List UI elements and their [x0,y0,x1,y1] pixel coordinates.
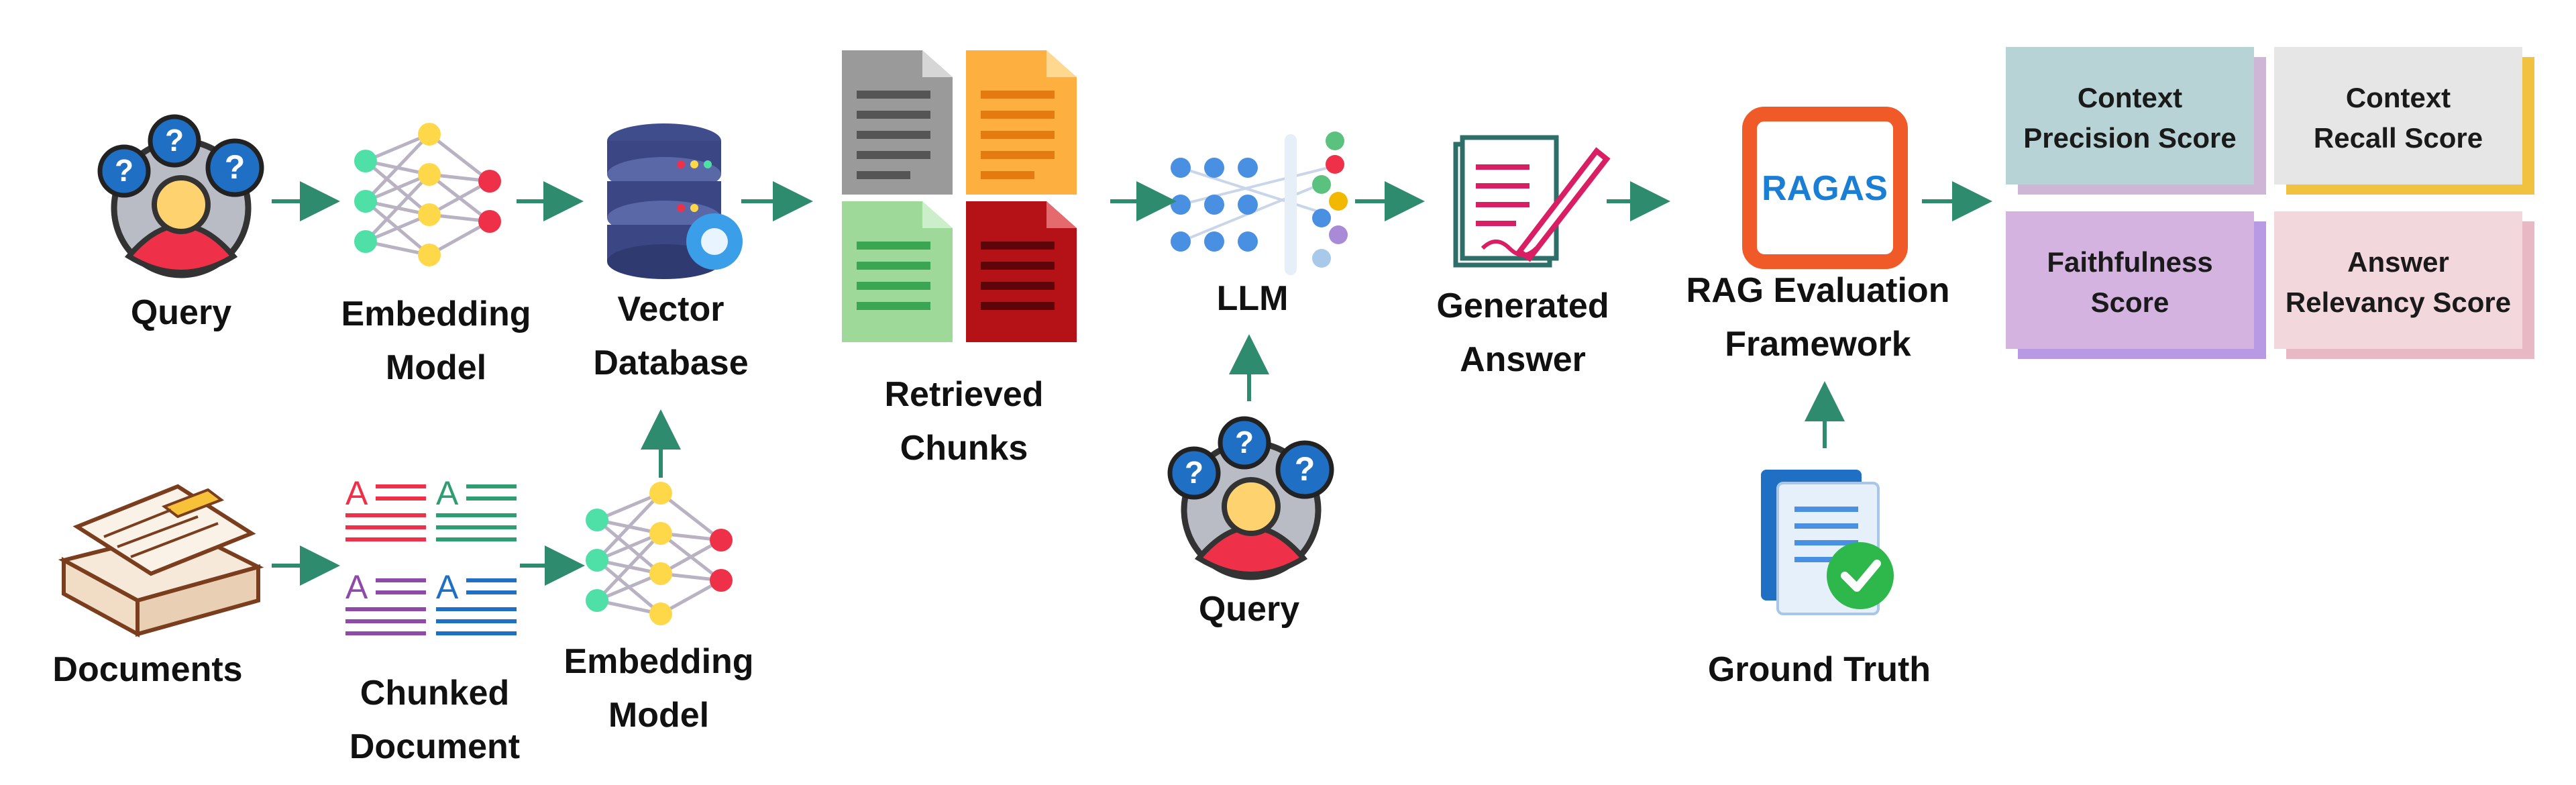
label-llm: LLM [1217,279,1289,318]
svg-text:Context: Context [2346,82,2451,113]
label-query-bottom: Query [1199,590,1299,629]
llm-network-icon [1171,132,1348,275]
score-card-faithfulness: Faithfulness Score [2006,211,2266,359]
label-documents: Documents [52,650,242,689]
svg-text:Faithfulness: Faithfulness [2047,246,2212,278]
embedding-bottom-icon [586,482,733,625]
label-embedding-top-1: Embedding [341,295,531,333]
svg-text:Recall Score: Recall Score [2314,122,2483,154]
query-bottom-icon [1170,419,1332,577]
query-top-icon [100,117,262,275]
label-ground-truth: Ground Truth [1708,650,1931,689]
label-vector-db-2: Database [593,344,748,382]
score-card-context-precision: Context Precision Score [2006,47,2266,195]
label-generated-1: Generated [1436,286,1609,325]
score-card-answer-relevancy: Answer Relevancy Score [2274,211,2534,359]
svg-text:Precision Score: Precision Score [2023,122,2236,154]
svg-text:Answer: Answer [2347,246,2449,278]
ragas-logo-icon: RAGAS [1742,107,1908,269]
database-gear-icon [607,123,743,279]
label-embedding-bottom-2: Model [608,696,709,735]
score-card-context-recall: Context Recall Score [2274,47,2534,195]
label-chunked-1: Chunked [360,674,509,713]
document-chunks-icon [842,50,1077,342]
svg-text:Score: Score [2091,286,2169,318]
label-query-top: Query [131,293,231,332]
ragas-logo-text: RAGAS [1762,169,1888,208]
paper-stack-icon [58,484,264,638]
flow-arrows [272,181,1992,586]
svg-text:Relevancy Score: Relevancy Score [2286,286,2511,318]
svg-text:Context: Context [2078,82,2182,113]
svg-text:A: A [345,568,368,606]
label-embedding-bottom-1: Embedding [564,642,753,681]
svg-text:A: A [436,568,459,606]
label-retrieved-1: Retrieved [885,375,1044,414]
label-retrieved-2: Chunks [900,429,1028,468]
label-rag-eval-1: RAG Evaluation [1686,271,1950,310]
signature-document-icon [1453,135,1611,268]
label-chunked-2: Document [350,727,520,766]
chunked-text-icon: A A A A [345,474,517,635]
label-embedding-top-2: Model [386,348,486,387]
label-rag-eval-2: Framework [1725,325,1911,364]
embedding-top-icon [354,123,501,266]
svg-text:A: A [345,474,368,512]
ground-truth-doc-icon [1761,470,1894,615]
label-vector-db-1: Vector [618,290,724,329]
label-generated-2: Answer [1460,340,1586,379]
svg-text:A: A [436,474,459,512]
